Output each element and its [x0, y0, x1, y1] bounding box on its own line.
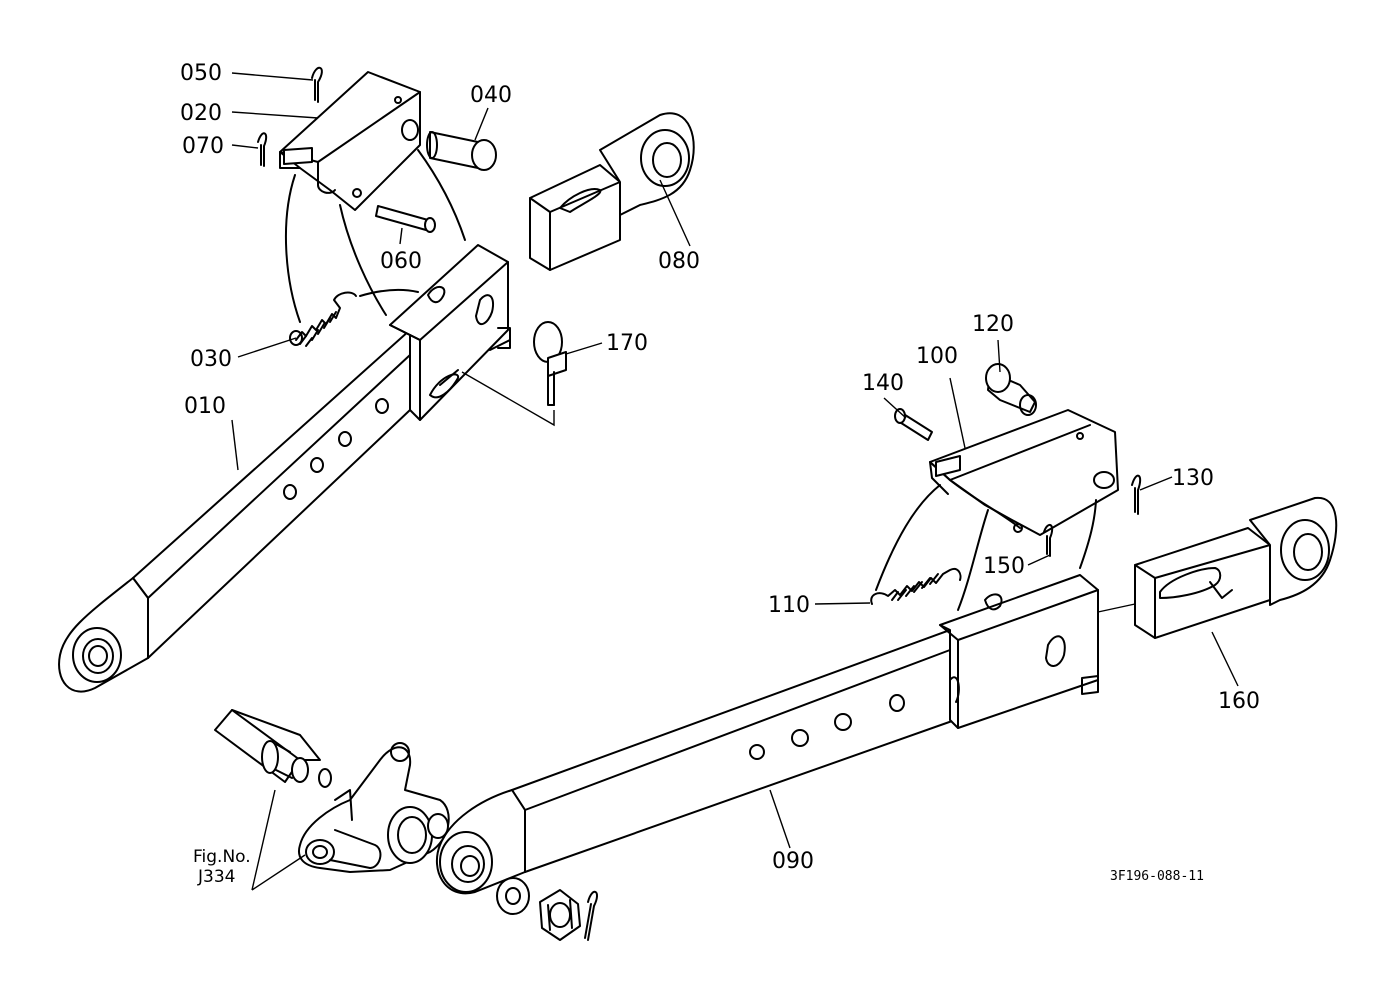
figure-ref-line1: Fig.No.	[193, 847, 251, 867]
assembly-arrows-left	[284, 149, 466, 323]
pin-060	[375, 205, 436, 233]
callout-040: 040	[470, 83, 512, 108]
clevis-160	[1097, 496, 1338, 639]
spring-110	[870, 568, 962, 605]
callout-130: 130	[1172, 466, 1214, 491]
callout-100: 100	[916, 344, 958, 369]
drawing-number: 3F196-088-11	[1110, 869, 1204, 884]
bracket-020	[279, 71, 421, 211]
figure-reference: Fig.No. J334	[193, 847, 251, 887]
callout-090: 090	[772, 849, 814, 874]
clip-pin-130	[1131, 474, 1142, 515]
callout-020: 020	[180, 101, 222, 126]
lower-link-090	[435, 574, 1099, 895]
spring-030	[289, 291, 357, 347]
callout-labels: 050 020 070 040 060 080 030 170 010 120 …	[180, 61, 1260, 874]
callout-060: 060	[380, 249, 422, 274]
lynch-pin-170	[461, 321, 567, 427]
callout-050: 050	[180, 61, 222, 86]
pin-120	[985, 363, 1037, 416]
callout-150: 150	[983, 554, 1025, 579]
lower-link-010	[58, 244, 511, 693]
clevis-080	[529, 112, 695, 271]
callout-070: 070	[182, 134, 224, 159]
callout-140: 140	[862, 371, 904, 396]
callout-030: 030	[190, 347, 232, 372]
pin-040	[426, 131, 497, 171]
clip-pin-070	[257, 132, 268, 167]
clip-pin-050	[311, 67, 323, 103]
bracket-100	[929, 409, 1119, 536]
callout-110: 110	[768, 593, 810, 618]
clip-pin-150	[1043, 523, 1054, 557]
callout-080: 080	[658, 249, 700, 274]
figure-ref-line2: J334	[197, 867, 235, 887]
pin-140	[894, 408, 933, 441]
callout-120: 120	[972, 312, 1014, 337]
leader-lines	[231, 72, 1239, 891]
assembly-arrows-right	[875, 484, 1097, 611]
callout-010: 010	[184, 394, 226, 419]
callout-160: 160	[1218, 689, 1260, 714]
callout-170: 170	[606, 331, 648, 356]
hitch-shaft-assembly	[214, 709, 598, 941]
